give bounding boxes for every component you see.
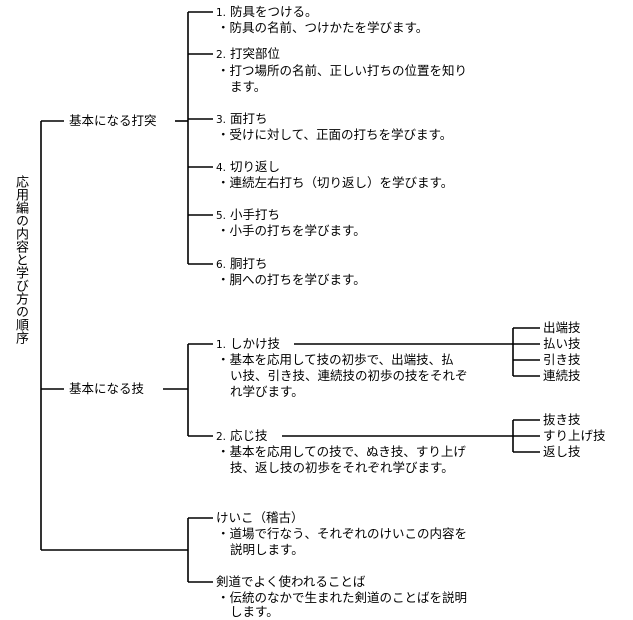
root-title: 応用編の内容と学び方の順序	[13, 175, 28, 344]
item-4-desc: ・連続左右打ち（切り返し）を学びます。	[217, 175, 454, 190]
item-3-desc: ・受けに対して、正面の打ちを学びます。	[217, 127, 453, 142]
item-title: 打突部位	[230, 46, 281, 61]
branch-label-basic-technique: 基本になる技	[69, 381, 145, 396]
item-title: 小手打ち	[230, 207, 281, 222]
keiko-desc-line2: 説明します。	[230, 542, 304, 557]
technique-1-title: 1. しかけ技	[216, 336, 283, 353]
item-1-desc: ・防具の名前、つけかたを学びます。	[217, 20, 429, 35]
item-number: 3.	[216, 114, 227, 126]
item-title: 面打ち	[230, 111, 268, 126]
sub-technique-suriage: すり上げ技	[543, 428, 606, 443]
item-title: 応じ技	[230, 428, 268, 443]
kendo-words-desc-line1: ・伝統のなかで生まれた剣道のことばを説明	[217, 590, 468, 605]
item-number: 1.	[216, 7, 227, 19]
item-5-desc: ・小手の打ちを学びます。	[217, 223, 366, 238]
item-number: 4.	[216, 162, 227, 174]
item-2-desc-line2: ます。	[230, 79, 267, 94]
technique-1-desc-line1: ・基本を応用して技の初歩で、出端技、払	[217, 352, 454, 367]
sub-technique-nuki: 抜き技	[543, 412, 581, 427]
technique-2-desc-line2: 技、返し技の初歩をそれぞれ学びます。	[230, 460, 454, 475]
sub-technique-harai: 払い技	[543, 336, 581, 351]
item-6-desc: ・胴への打ちを学びます。	[217, 272, 366, 287]
sub-technique-kaeshi: 返し技	[543, 444, 581, 459]
item-title: しかけ技	[230, 336, 281, 351]
sub-technique-renzoku: 連続技	[543, 368, 581, 383]
item-number: 2.	[216, 431, 227, 443]
item-title: 胴打ち	[230, 256, 268, 271]
technique-2-title: 2. 応じ技	[216, 428, 270, 445]
sub-technique-debana: 出端技	[543, 320, 581, 335]
item-number: 2.	[216, 49, 227, 61]
sub-technique-hiki: 引き技	[543, 352, 581, 367]
kendo-words-desc-line2: します。	[230, 604, 279, 619]
item-6-title: 6. 胴打ち	[216, 256, 268, 273]
item-title: 防具をつける。	[230, 4, 318, 19]
item-number: 1.	[216, 339, 227, 351]
item-2-desc-line1: ・打つ場所の名前、正しい打ちの位置を知り	[217, 63, 468, 78]
item-3-title: 3. 面打ち	[216, 111, 268, 128]
item-1-title: 1. 防具をつける。	[216, 4, 318, 21]
item-title: 切り返し	[230, 159, 281, 174]
item-2-title: 2. 打突部位	[216, 46, 280, 63]
keiko-desc-line1: ・道場で行なう、それぞれのけいこの内容を	[217, 526, 468, 541]
technique-1-desc-line3: れ学びます。	[230, 384, 304, 399]
item-5-title: 5. 小手打ち	[216, 207, 280, 224]
item-4-title: 4. 切り返し	[216, 159, 280, 176]
keiko-title: けいこ（稽古）	[216, 510, 304, 525]
technique-2-desc-line1: ・基本を応用しての技で、ぬき技、すり上げ	[217, 444, 466, 459]
item-number: 6.	[216, 259, 227, 271]
branch-label-basic-strike: 基本になる打突	[69, 113, 157, 128]
kendo-words-title: 剣道でよく使われることば	[216, 574, 366, 589]
item-number: 5.	[216, 210, 227, 222]
technique-1-desc-line2: い技、引き技、連続技の初歩の技をそれぞ	[230, 368, 468, 383]
